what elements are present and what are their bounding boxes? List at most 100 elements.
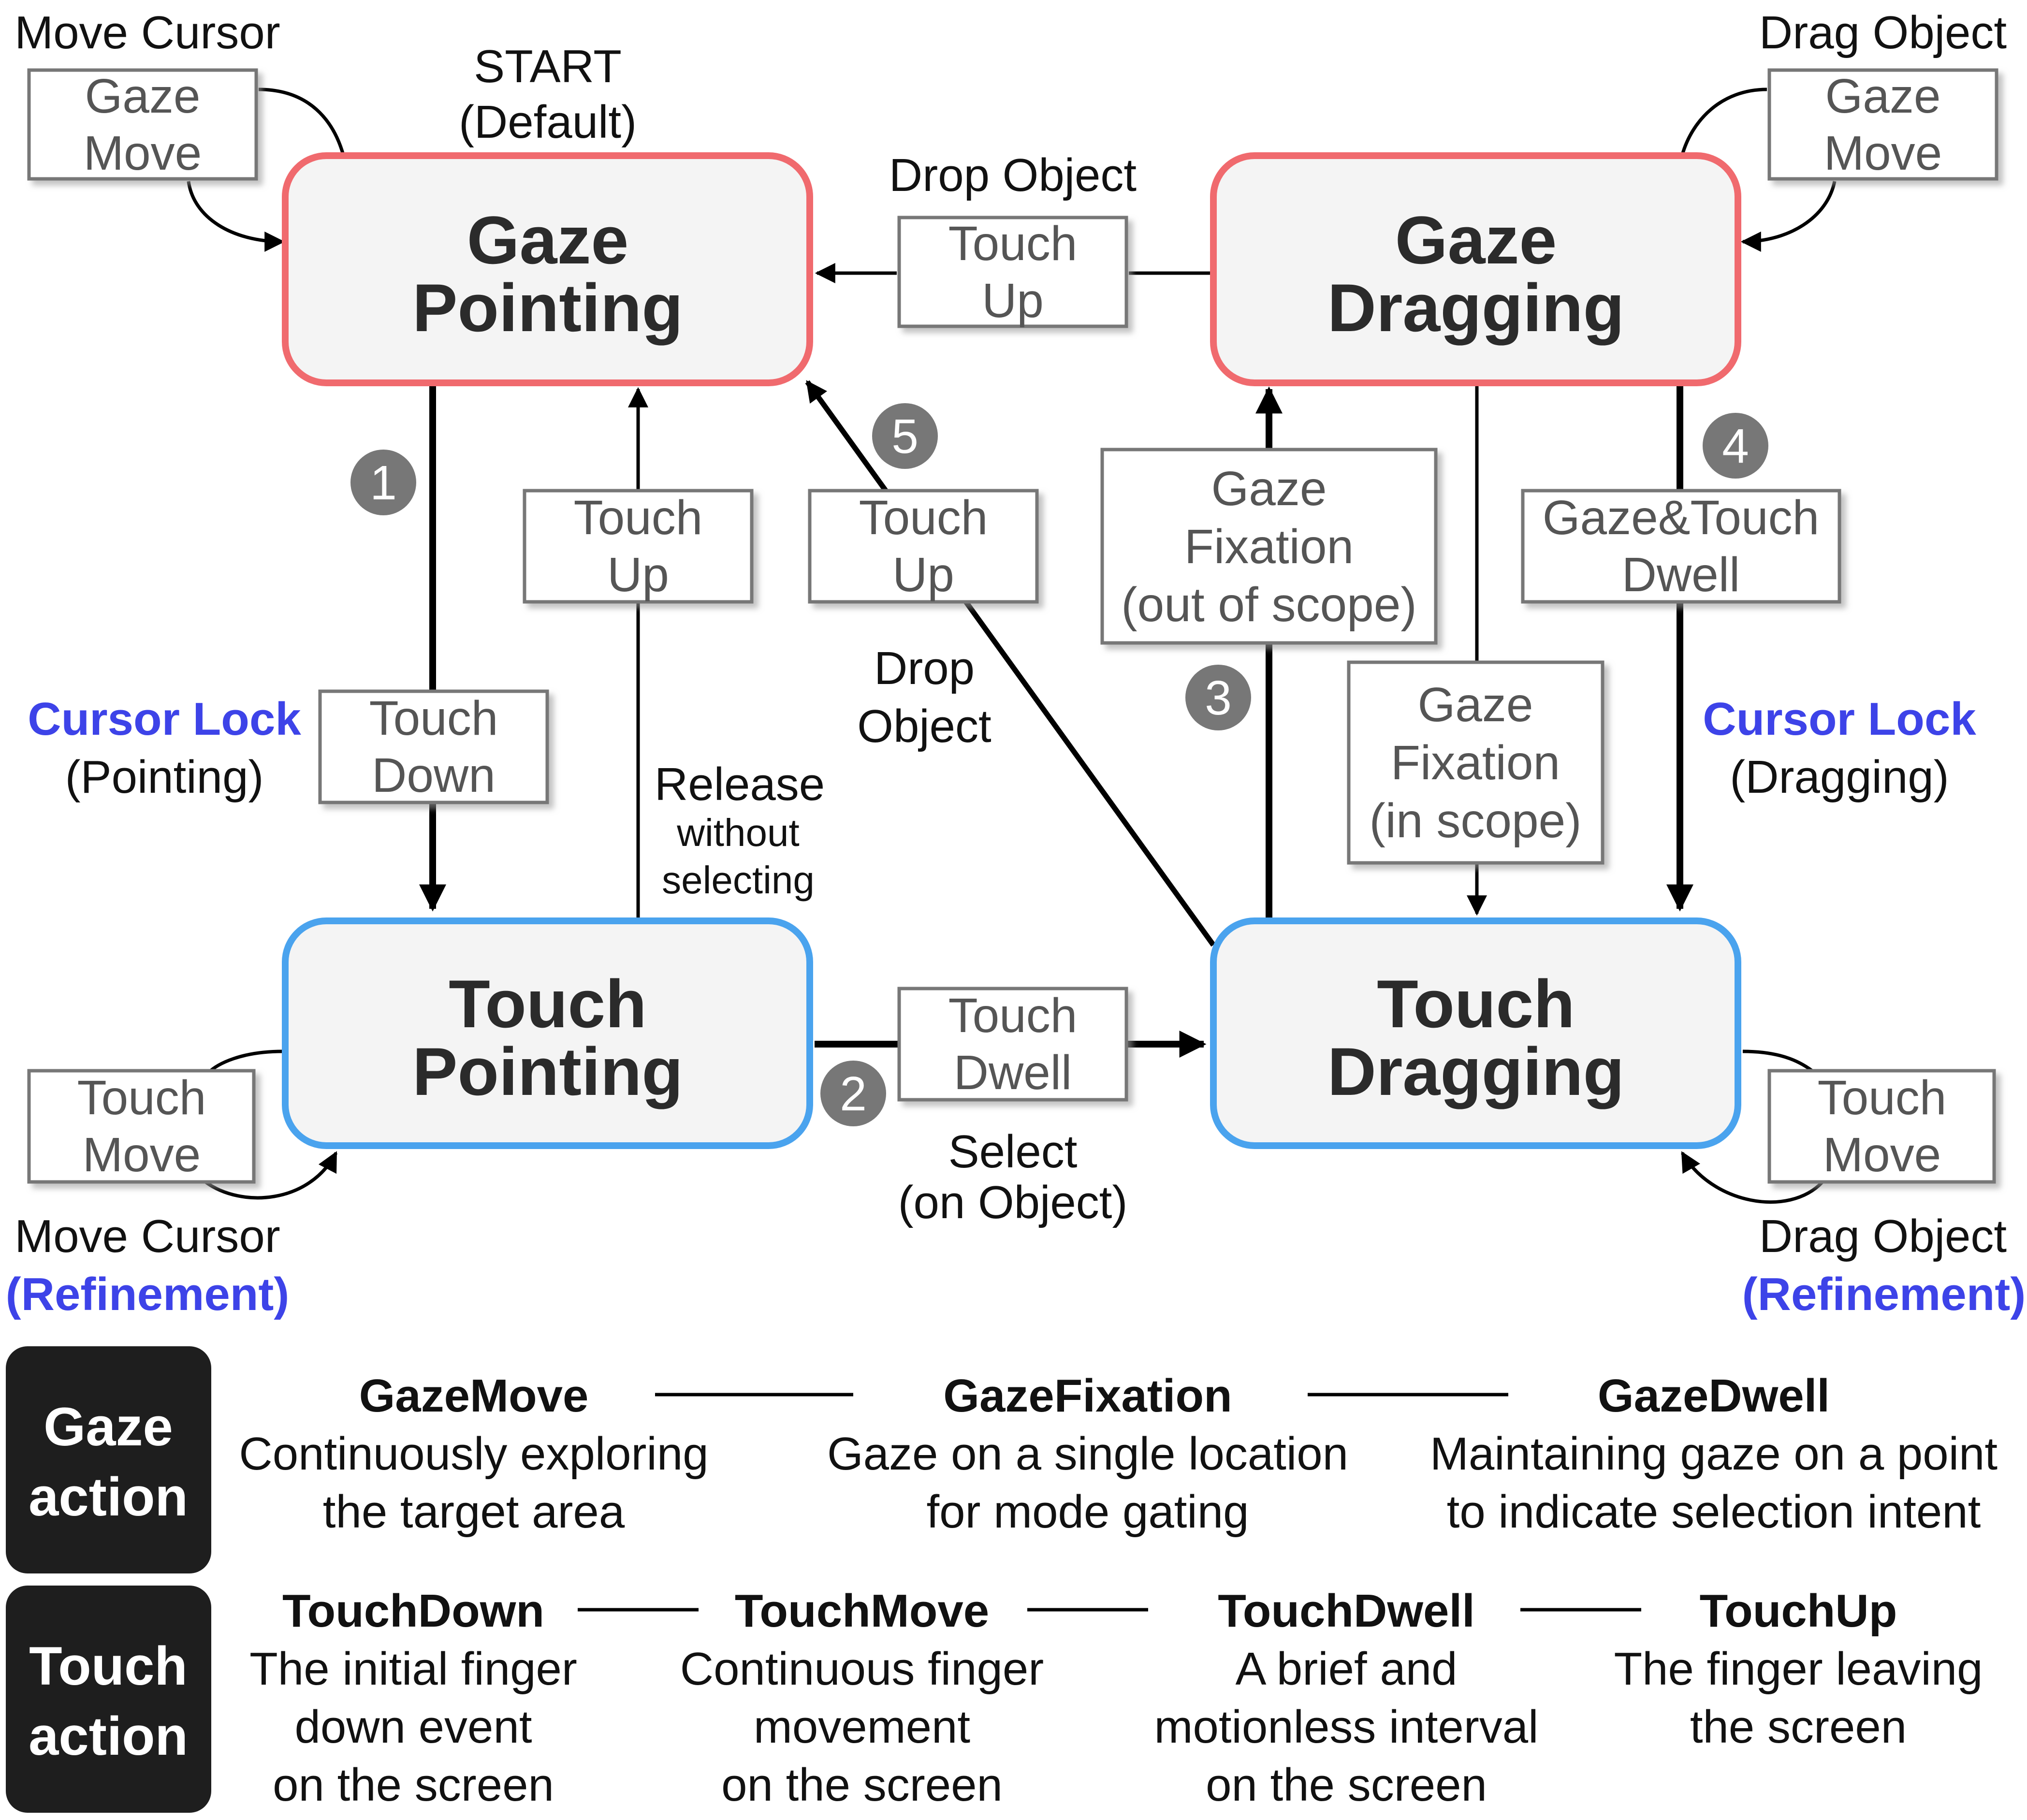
badges: 1 2 3 4 5 [350,403,1768,1126]
box-touch-move-right [1767,1069,1996,1184]
legend-gaze-dwell-desc: Maintaining gaze on a point to indicate s… [1430,1428,1998,1538]
loop-gaze-move-left [258,87,345,155]
text-line: action [29,1706,188,1766]
text-line: Continuously exploring [239,1428,708,1480]
box-touch-down [318,689,549,804]
text-line: (Default) [459,96,637,148]
text-line: the screen [1690,1701,1907,1753]
text-line: Maintaining gaze on a point [1430,1428,1998,1480]
text-line: START [474,41,622,92]
text-line: action [29,1467,188,1527]
legend-gaze-move-desc: Continuously exploring the target area [239,1428,708,1538]
text-line: Drop [874,642,975,694]
text-line: (in scope) [1369,794,1581,848]
box-gaze-move-left [27,68,258,181]
label-drag-object-top: Drag Object [1759,7,2007,58]
text-line: Touch [948,217,1078,271]
badge-3-number: 3 [1205,671,1232,725]
badge-4-number: 4 [1722,419,1749,473]
text-line: the target area [323,1486,625,1538]
text-line: on the screen [273,1759,554,1811]
text-line: (on Object) [898,1177,1128,1228]
legend-gaze-move-name: GazeMove [359,1370,589,1422]
text-line: Gaze&Touch [1543,491,1820,545]
text-line: Touch [77,1071,206,1125]
text-line: Gaze [1395,202,1557,278]
label-release: Release [655,758,825,810]
text-line: Dwell [1622,548,1740,602]
label-move-cursor-top: Move Cursor [15,7,280,58]
box-gaze-touch-dwell [1521,489,1841,604]
text-line: Select [948,1126,1078,1178]
text-line: Gaze [85,69,200,123]
loop-gaze-move-left-return [187,181,285,252]
text-line: Touch [29,1636,188,1696]
text-line: Up [607,548,669,602]
box-gaze-fixation-out [1100,448,1438,645]
text-line: on the screen [1206,1759,1487,1811]
text-line: Touch [1377,966,1575,1042]
legend-gaze-move: GazeMove Continuously exploring the targe… [239,1370,708,1538]
text-line: Move [1823,1128,1941,1182]
label-cursor-lock-left-sub: (Pointing) [65,751,264,803]
legend-gaze-fixation-name: GazeFixation [943,1370,1232,1422]
box-gaze-fixation-in [1347,660,1604,865]
legend-gaze-dwell-name: GazeDwell [1598,1370,1830,1422]
text-line: Up [892,548,954,602]
text-line: Gaze [1211,462,1327,516]
legend-touch-side: Touch action [6,1586,211,1813]
box-gaze-move-right [1767,68,1998,181]
loop-gaze-move-right [1680,87,1767,155]
label-drag-object-bottom: Drag Object [1759,1210,2007,1262]
text-line: Dragging [1327,1034,1624,1109]
badge-2: 2 [820,1061,886,1126]
legend-touch-side-text: Touch action [29,1636,188,1766]
text-line: Fixation [1184,520,1354,574]
text-line: on the screen [721,1759,1003,1811]
state-touch-pointing-box [282,917,813,1149]
legend-touch-up-name: TouchUp [1700,1585,1897,1637]
text-line: Object [857,700,991,752]
label-drag-object-bottom-sub: (Refinement) [1742,1268,2026,1320]
text-line: without [676,811,799,854]
text-line: Down [372,748,496,802]
box-touch-up-top [897,216,1128,328]
badge-1-number: 1 [370,456,397,510]
text-line: to indicate selection intent [1447,1486,1981,1538]
box-touch-up-mid [808,489,1039,604]
text-line: Pointing [412,270,683,346]
label-move-cursor-bottom: Move Cursor [15,1210,280,1262]
label-cursor-lock-left: Cursor Lock [28,693,301,745]
label-cursor-lock-right: Cursor Lock [1703,693,1976,745]
box-touch-dwell [897,987,1128,1102]
legend-gaze-dwell: GazeDwell Maintaining gaze on a point to … [1430,1370,1998,1538]
text-line: Touch [574,491,703,545]
text-line: Move [83,1128,201,1182]
